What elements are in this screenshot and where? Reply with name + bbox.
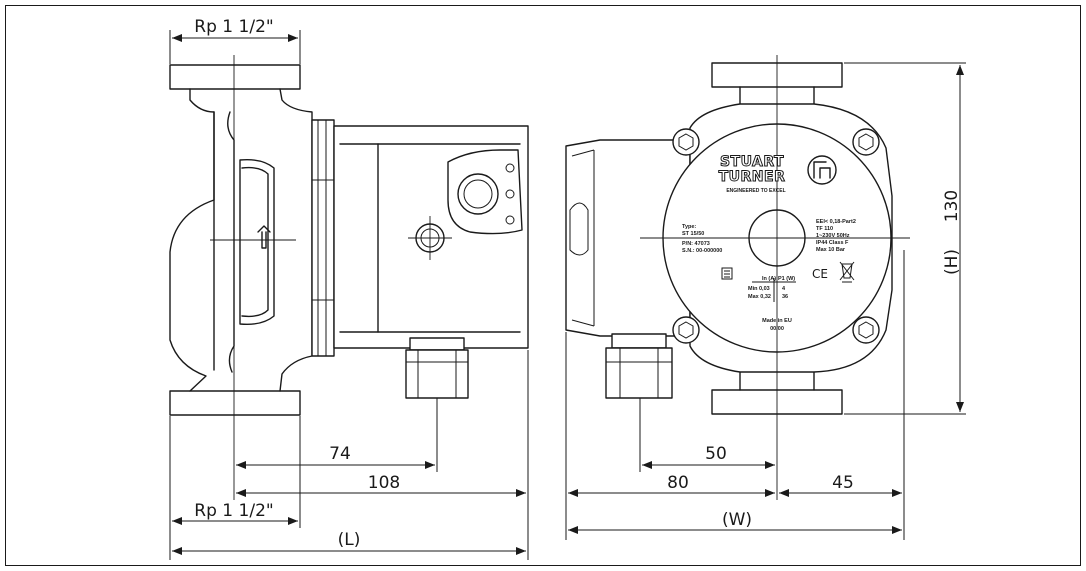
- d45-label: 45: [832, 473, 854, 493]
- d108-label: 108: [368, 473, 400, 493]
- indicator-2-icon: [505, 189, 515, 199]
- d80-label: 80: [667, 473, 689, 493]
- indicator-3-icon: [505, 215, 515, 225]
- terminal-clip: [569, 202, 589, 256]
- plate-left-1: Type:: [682, 224, 696, 230]
- made-in-label: Made in EU: [762, 318, 792, 324]
- bolt-bl-icon: [672, 316, 700, 344]
- front-gland-top: [611, 333, 667, 349]
- plate-left-3: P/N: 47073: [682, 241, 710, 247]
- flange-necks: [739, 86, 815, 391]
- front-gland-detail: [606, 348, 672, 398]
- height-extension: [844, 62, 966, 415]
- volute-edge: [227, 111, 235, 373]
- brand-logo-icon: [807, 155, 837, 185]
- bolt-tr-icon: [852, 128, 880, 156]
- bolt-br-hex: [858, 321, 874, 339]
- plate-right-5: Max 10 Bar: [816, 247, 846, 253]
- bolt-tl-hex: [678, 133, 694, 151]
- date-code-label: 00/00: [770, 326, 784, 332]
- housing-lines: [339, 143, 521, 333]
- table-row1-label: Min 0,03: [748, 286, 770, 292]
- table-header-current: In (A): [762, 276, 776, 282]
- control-panel: [447, 149, 523, 235]
- cable-gland-top: [409, 337, 465, 351]
- d74-label: 74: [329, 444, 351, 464]
- table-row1-value: 4: [782, 286, 786, 292]
- side-view: [169, 55, 529, 500]
- front-view: STUART TURNER ENGINEERED TO EXCEL Type: …: [565, 55, 910, 500]
- length-label: (L): [338, 530, 361, 550]
- indicator-1-icon: [505, 163, 515, 173]
- cable-gland-body: [405, 349, 469, 399]
- table-row2-label: Max 0,32: [748, 294, 771, 300]
- ukca-mark-icon: [721, 267, 733, 280]
- plate-right-4: IP44 Class F: [816, 240, 849, 246]
- speed-dial-inner: [463, 179, 493, 209]
- height-value-label: 130: [942, 190, 962, 222]
- bolt-tr-hex: [858, 133, 874, 151]
- bolt-br-icon: [852, 316, 880, 344]
- top-flange: [169, 64, 301, 90]
- terminal-box-detail: [571, 149, 595, 327]
- plate-left-2: ST 15/50: [682, 231, 704, 237]
- bleed-screw-crosshair: [408, 216, 452, 260]
- brand-line2: TURNER: [719, 169, 786, 185]
- thread-bottom-label: Rp 1 1/2": [194, 501, 273, 521]
- flange-ribs: [312, 120, 334, 356]
- port-cover: [239, 158, 275, 326]
- front-dimensions: 130 (H) 50 80 45 (W): [565, 62, 966, 540]
- plate-left-4: S.N.: 00-000000: [682, 248, 722, 254]
- ce-mark-icon: CE: [812, 267, 828, 281]
- width-label: (W): [722, 510, 752, 530]
- table-row2-value: 36: [782, 294, 788, 300]
- thread-bottom-extension: [169, 416, 301, 560]
- cable-gland-detail: [406, 350, 468, 398]
- drawing-border: [5, 5, 1081, 566]
- weee-bin-icon: [839, 261, 855, 283]
- port-cover-inner: [241, 166, 269, 318]
- front-gland-body: [605, 347, 673, 399]
- thread-top-label: Rp 1 1/2": [194, 17, 273, 37]
- corner-bolts: [672, 128, 880, 344]
- d50-label: 50: [705, 444, 727, 464]
- brand-line1: STUART: [720, 154, 784, 170]
- height-label: (H): [942, 249, 962, 275]
- motor-flange: [311, 119, 335, 357]
- bolt-tl-icon: [672, 128, 700, 156]
- brand-tagline: ENGINEERED TO EXCEL: [726, 188, 785, 194]
- bottom-flange: [169, 390, 301, 416]
- plate-right-1: EEI< 0,18-Part2: [816, 219, 856, 225]
- bolt-bl-hex: [678, 321, 694, 339]
- plate-right-3: 1~230V 50Hz: [816, 233, 850, 239]
- side-dimensions: Rp 1 1/2" 74 108 Rp 1 1/2" (L): [169, 17, 529, 560]
- thread-top-extension: [169, 30, 301, 64]
- table-header-power: P1 (W): [778, 276, 795, 282]
- plate-right-2: TF 110: [816, 226, 833, 232]
- rating-table: In (A) P1 (W) Min 0,03 4 Max 0,32 36: [748, 276, 796, 302]
